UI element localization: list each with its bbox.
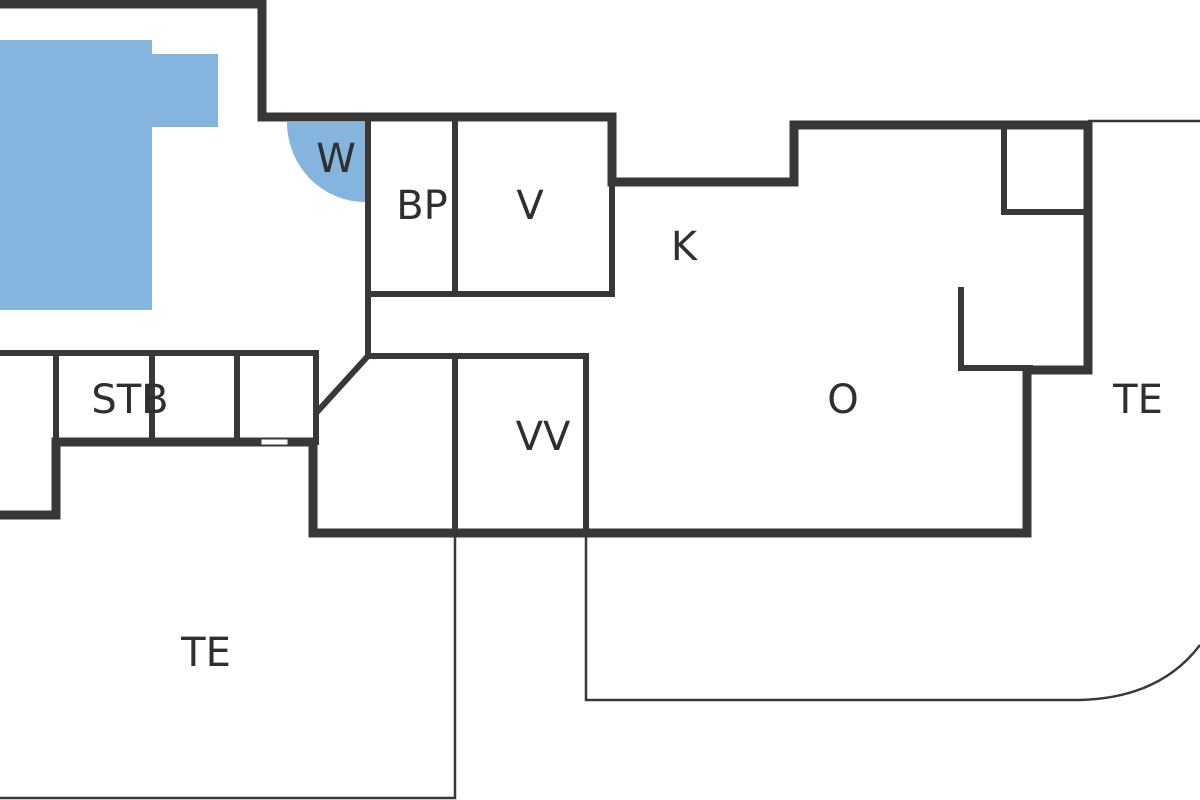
door-swing-w (287, 122, 365, 202)
room-label-o: O (827, 377, 858, 423)
room-label-vv: VV (516, 414, 571, 460)
interior-walls (0, 114, 1091, 536)
room-label-te-bottom: TE (180, 630, 231, 676)
room-label-v: V (516, 183, 544, 229)
room-label-stb: STB (91, 377, 168, 423)
pool (0, 40, 218, 310)
exterior-walls (0, 0, 1093, 538)
room-label-k: K (671, 224, 699, 270)
room-label-te-right: TE (1112, 377, 1163, 423)
window-marker (260, 438, 289, 446)
room-label-bp: BP (396, 183, 448, 229)
terrace-outlines (0, 119, 1200, 800)
room-label-w: W (316, 136, 356, 182)
